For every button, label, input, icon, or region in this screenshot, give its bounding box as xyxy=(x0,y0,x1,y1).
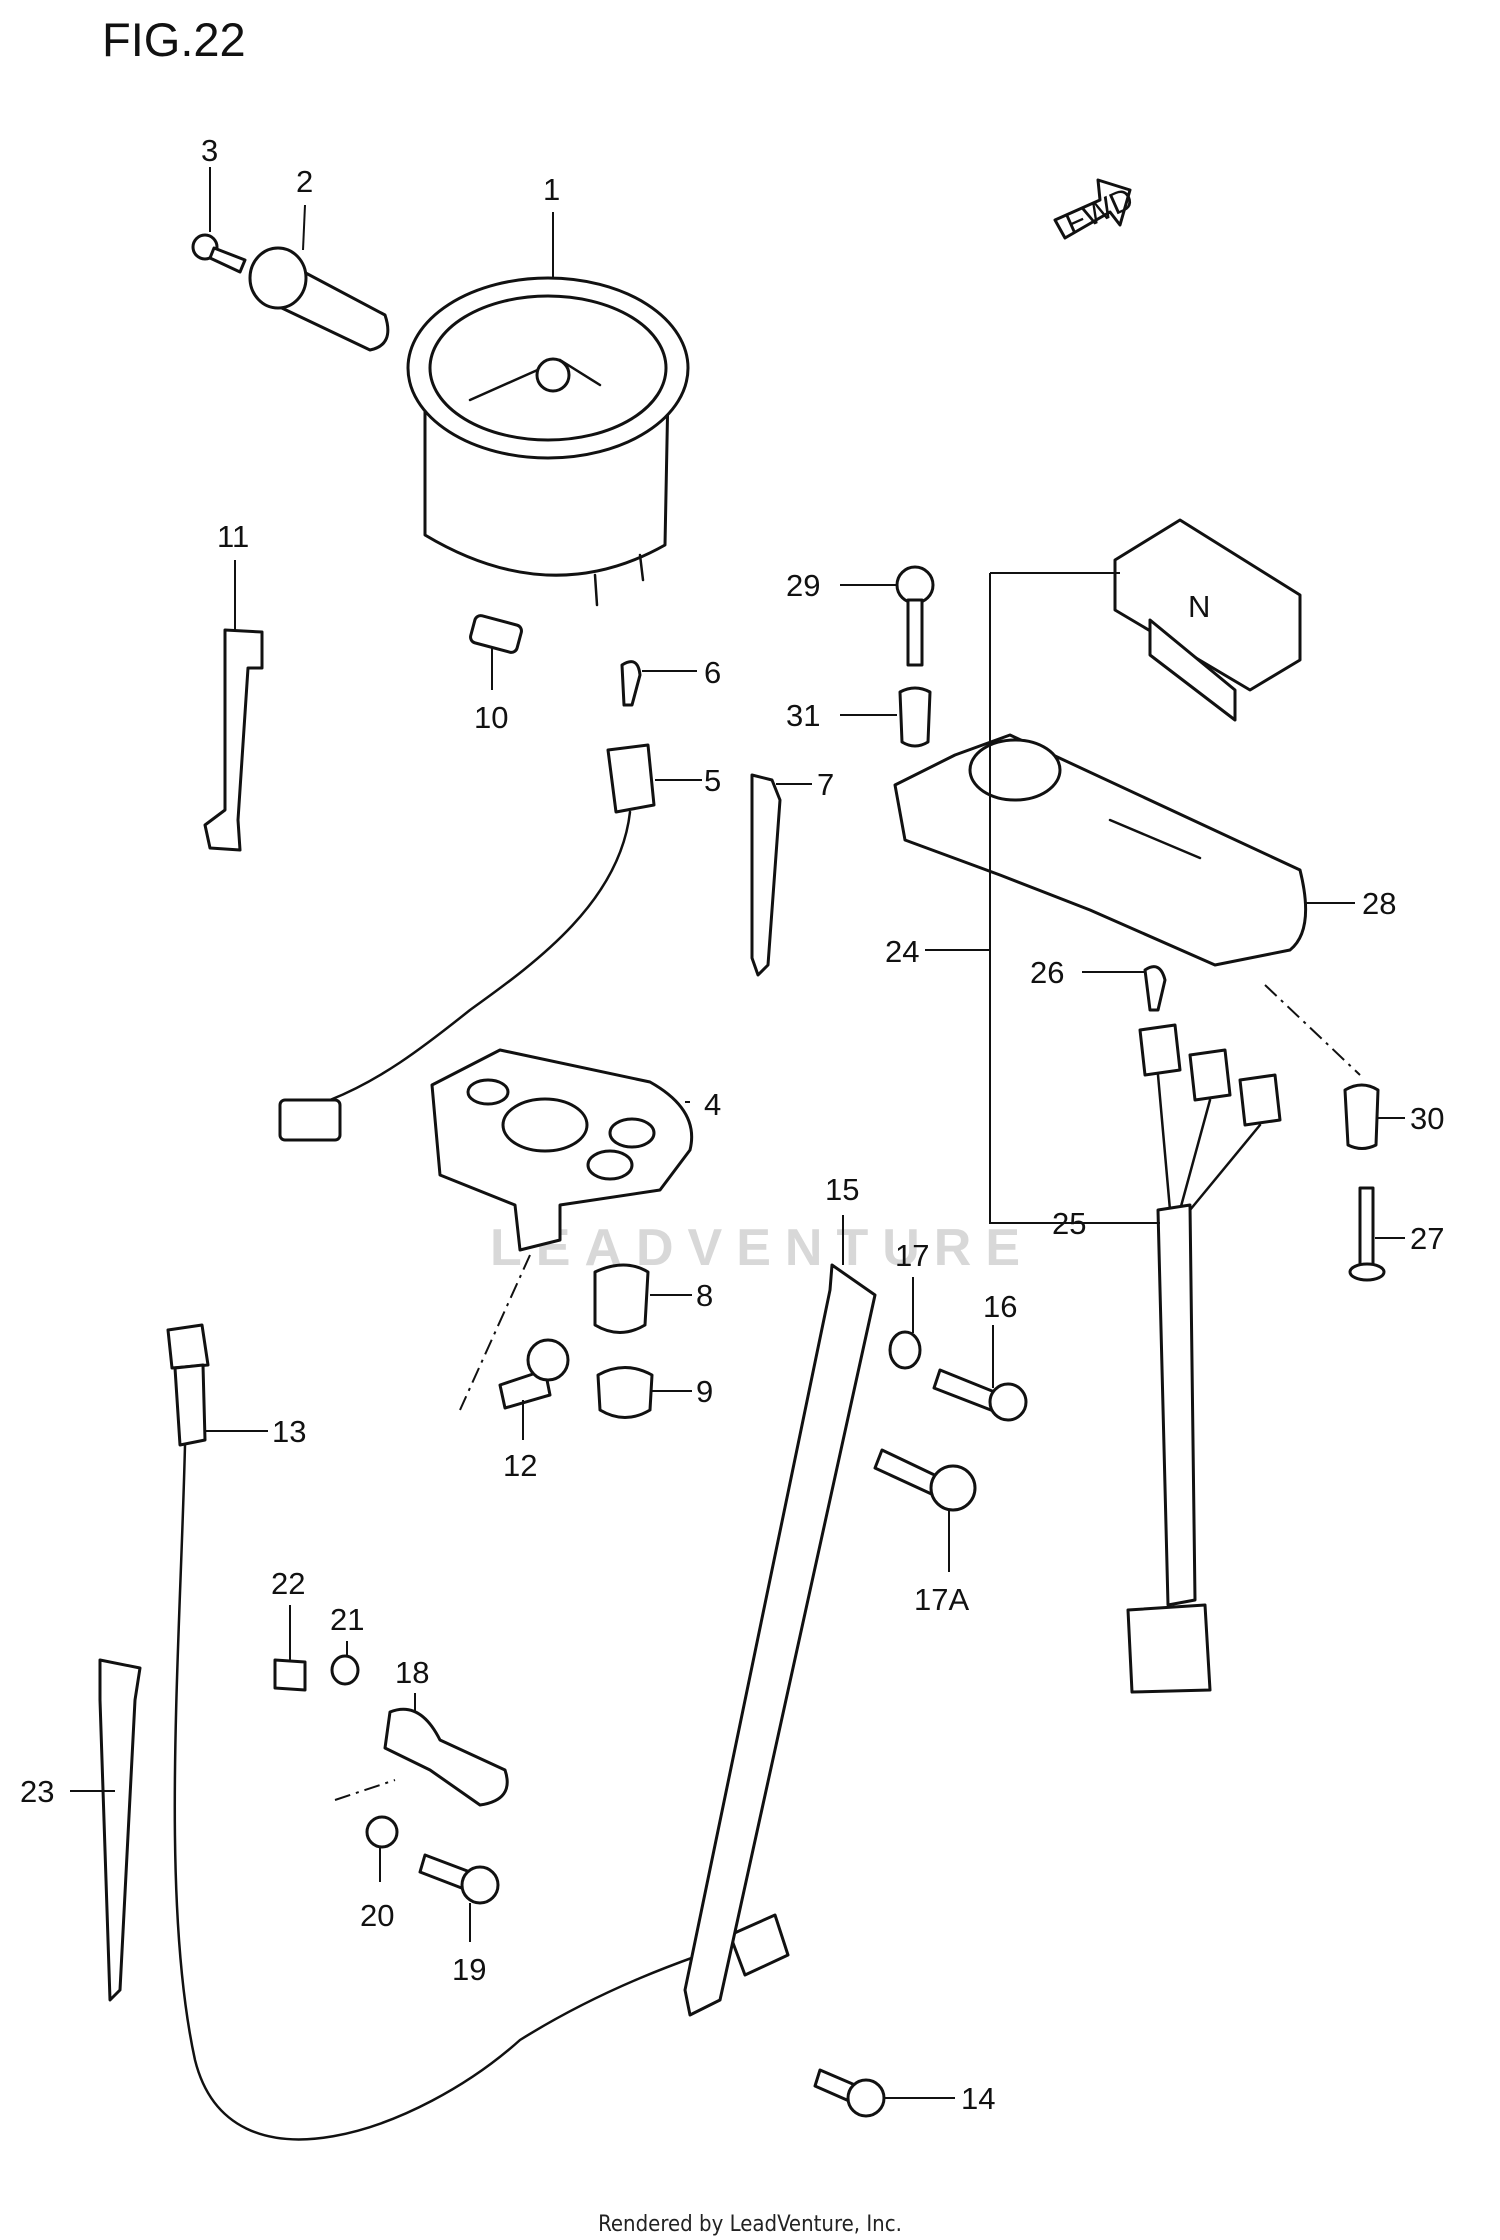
callout-8: 8 xyxy=(696,1278,713,1313)
callout-11: 11 xyxy=(217,519,249,554)
part-spacer-30 xyxy=(1343,1083,1380,1150)
part-socket-5 xyxy=(278,743,656,1142)
footer-credit: Rendered by LeadVenture, Inc. xyxy=(598,2212,902,2237)
callout-16: 16 xyxy=(983,1289,1017,1324)
callout-20: 20 xyxy=(360,1898,394,1933)
callout-2: 2 xyxy=(296,164,313,199)
callout-28: 28 xyxy=(1362,886,1396,921)
callout-23: 23 xyxy=(20,1774,54,1809)
part-stay-15 xyxy=(683,1263,877,2017)
callout-7: 7 xyxy=(817,767,834,802)
callout-27: 27 xyxy=(1410,1221,1444,1256)
callout-19: 19 xyxy=(452,1952,486,1987)
indicator-letter: N xyxy=(1188,589,1210,624)
part-washer-17 xyxy=(888,1330,922,1370)
fwd-arrow-icon: FWD xyxy=(1053,178,1139,241)
callout-24: 24 xyxy=(885,934,919,969)
callout-17a: 17A xyxy=(914,1582,969,1617)
callout-12: 12 xyxy=(503,1448,537,1483)
part-nut-22 xyxy=(273,1658,307,1692)
part-washer-21 xyxy=(330,1654,360,1686)
callout-3: 3 xyxy=(201,133,218,168)
part-knob xyxy=(248,246,390,352)
part-indicator-display: N xyxy=(1113,518,1302,722)
part-bolt-17a xyxy=(873,1448,977,1512)
leader-lines xyxy=(70,167,1405,2099)
part-strap-11 xyxy=(203,628,264,852)
callout-1: 1 xyxy=(543,172,560,207)
part-bolt-12 xyxy=(498,1338,570,1410)
callout-4: 4 xyxy=(704,1087,721,1122)
callout-29: 29 xyxy=(786,568,820,603)
callout-14: 14 xyxy=(961,2081,995,2116)
part-clamp-18 xyxy=(383,1707,509,1807)
part-screw-19 xyxy=(418,1853,500,1905)
part-screw-16 xyxy=(932,1368,1028,1422)
part-harness-25 xyxy=(1126,1023,1282,1694)
callout-labels: 1 2 3 4 5 6 7 8 9 10 11 12 13 14 15 16 1… xyxy=(20,133,1444,2116)
part-grommet-8 xyxy=(593,1263,650,1334)
callout-26: 26 xyxy=(1030,955,1064,990)
part-nut-9 xyxy=(596,1366,654,1419)
part-spacer-31 xyxy=(898,686,932,748)
part-tie-7 xyxy=(750,773,782,977)
part-screw-3 xyxy=(191,233,247,274)
callout-21: 21 xyxy=(330,1602,364,1637)
callout-25: 25 xyxy=(1052,1206,1086,1241)
part-block-10 xyxy=(469,614,523,654)
watermark: LEADVENTURE xyxy=(490,1219,1035,1277)
part-housing-28 xyxy=(893,733,1308,967)
part-bulb-6 xyxy=(620,660,642,707)
part-meter xyxy=(406,276,690,607)
callout-18: 18 xyxy=(395,1655,429,1690)
callout-30: 30 xyxy=(1410,1101,1444,1136)
part-bolt-27 xyxy=(1348,1186,1386,1282)
callout-10: 10 xyxy=(474,700,508,735)
callout-17: 17 xyxy=(895,1238,929,1273)
callout-31: 31 xyxy=(786,698,820,733)
figure-title: FIG.22 xyxy=(102,13,246,66)
callout-5: 5 xyxy=(704,763,721,798)
callout-15: 15 xyxy=(825,1172,859,1207)
part-screw-29 xyxy=(895,565,935,667)
part-bulb-26 xyxy=(1143,965,1167,1012)
callout-6: 6 xyxy=(704,655,721,690)
callout-9: 9 xyxy=(696,1374,713,1409)
part-bracket-4 xyxy=(430,1048,694,1252)
part-drawings: N FWD xyxy=(98,178,1386,2141)
callout-22: 22 xyxy=(271,1566,305,1601)
part-cable-13 xyxy=(166,1323,790,2141)
part-tie-23 xyxy=(98,1658,142,2002)
part-washer-20 xyxy=(365,1815,399,1849)
callout-13: 13 xyxy=(272,1414,306,1449)
part-screw-14 xyxy=(813,2068,886,2118)
